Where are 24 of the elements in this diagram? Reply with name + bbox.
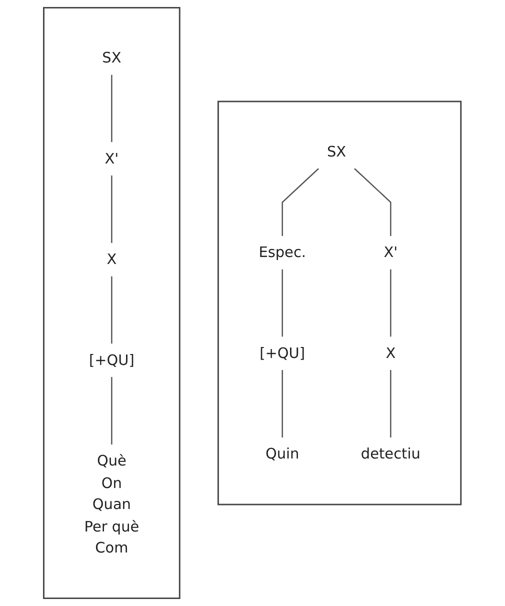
node-text: X' xyxy=(104,150,119,168)
cluster xyxy=(218,100,462,506)
cluster xyxy=(43,7,181,599)
connector xyxy=(111,276,112,344)
node-text: Espec. xyxy=(258,244,306,262)
connector xyxy=(111,377,112,444)
connector xyxy=(390,370,392,438)
connector xyxy=(111,74,112,142)
node-text: detectiu xyxy=(361,445,421,463)
connector xyxy=(282,168,320,236)
node-text: SX xyxy=(327,142,346,160)
connector xyxy=(354,168,392,236)
connector xyxy=(390,269,392,337)
connector xyxy=(282,370,284,438)
node-text: Quin xyxy=(266,445,300,463)
node-text: SX xyxy=(102,49,122,67)
node-text: Què On Quan Per què Com xyxy=(84,452,140,556)
node-text: X' xyxy=(384,244,398,262)
node-text: [+QU] xyxy=(260,344,306,362)
node-text: X xyxy=(386,344,396,362)
node-text: X xyxy=(106,250,117,268)
node-text: [+QU] xyxy=(89,351,135,369)
connector xyxy=(282,269,284,337)
connector xyxy=(111,175,112,243)
